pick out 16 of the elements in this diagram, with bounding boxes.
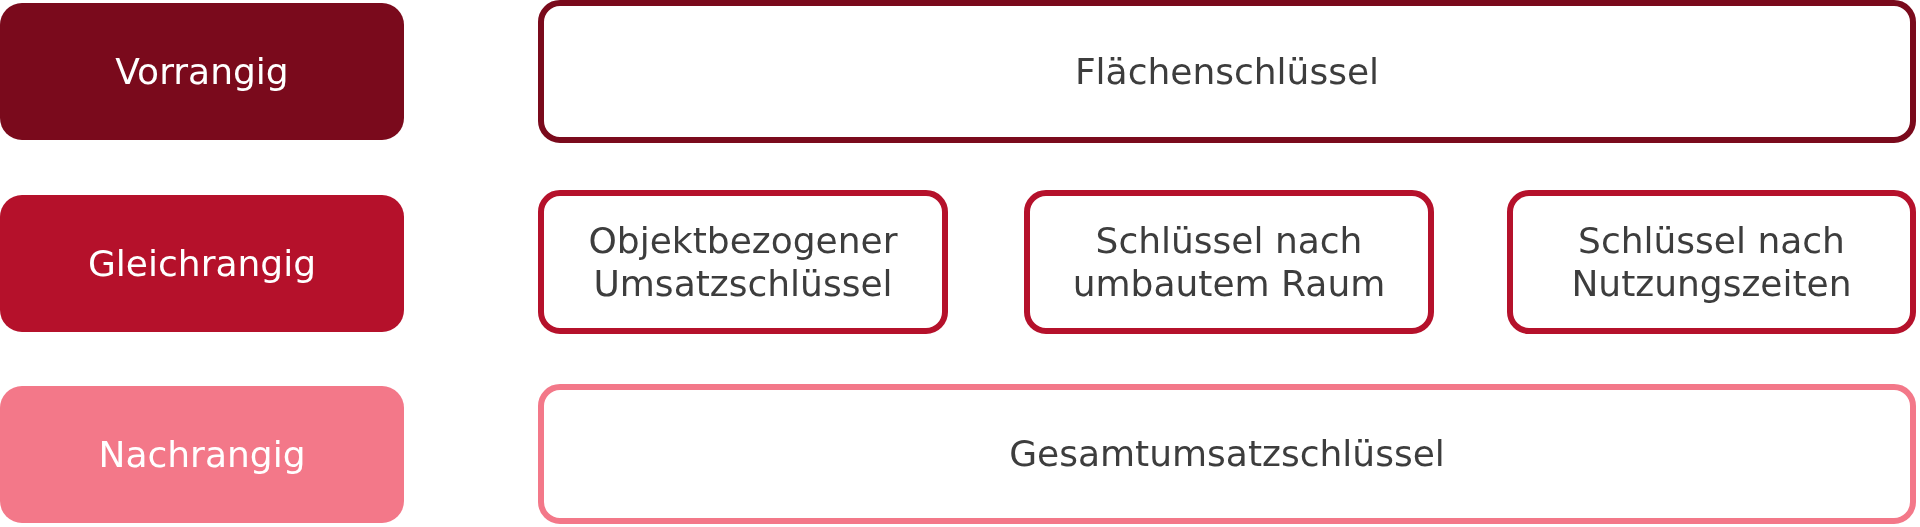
key-text: Flächenschlüssel xyxy=(1074,49,1380,94)
priority-label xyxy=(0,195,404,332)
priority-label xyxy=(0,386,404,523)
key-box xyxy=(538,190,948,334)
key-box xyxy=(538,384,1916,524)
key-text: Schlüssel nach Nutzungszeiten xyxy=(1570,218,1853,306)
priority-text: Nachrangig xyxy=(98,432,306,477)
priority-label xyxy=(0,3,404,140)
key-text: Objektbezogener Umsatzschlüssel xyxy=(587,218,899,306)
priority-text: Gleichrangig xyxy=(87,241,316,286)
priority-text: Vorrangig xyxy=(115,49,289,94)
key-box xyxy=(1024,190,1434,334)
key-box xyxy=(538,0,1916,143)
key-text: Schlüssel nach umbautem Raum xyxy=(1071,218,1387,306)
key-box xyxy=(1507,190,1916,334)
key-text: Gesamtumsatzschlüssel xyxy=(1009,432,1445,476)
